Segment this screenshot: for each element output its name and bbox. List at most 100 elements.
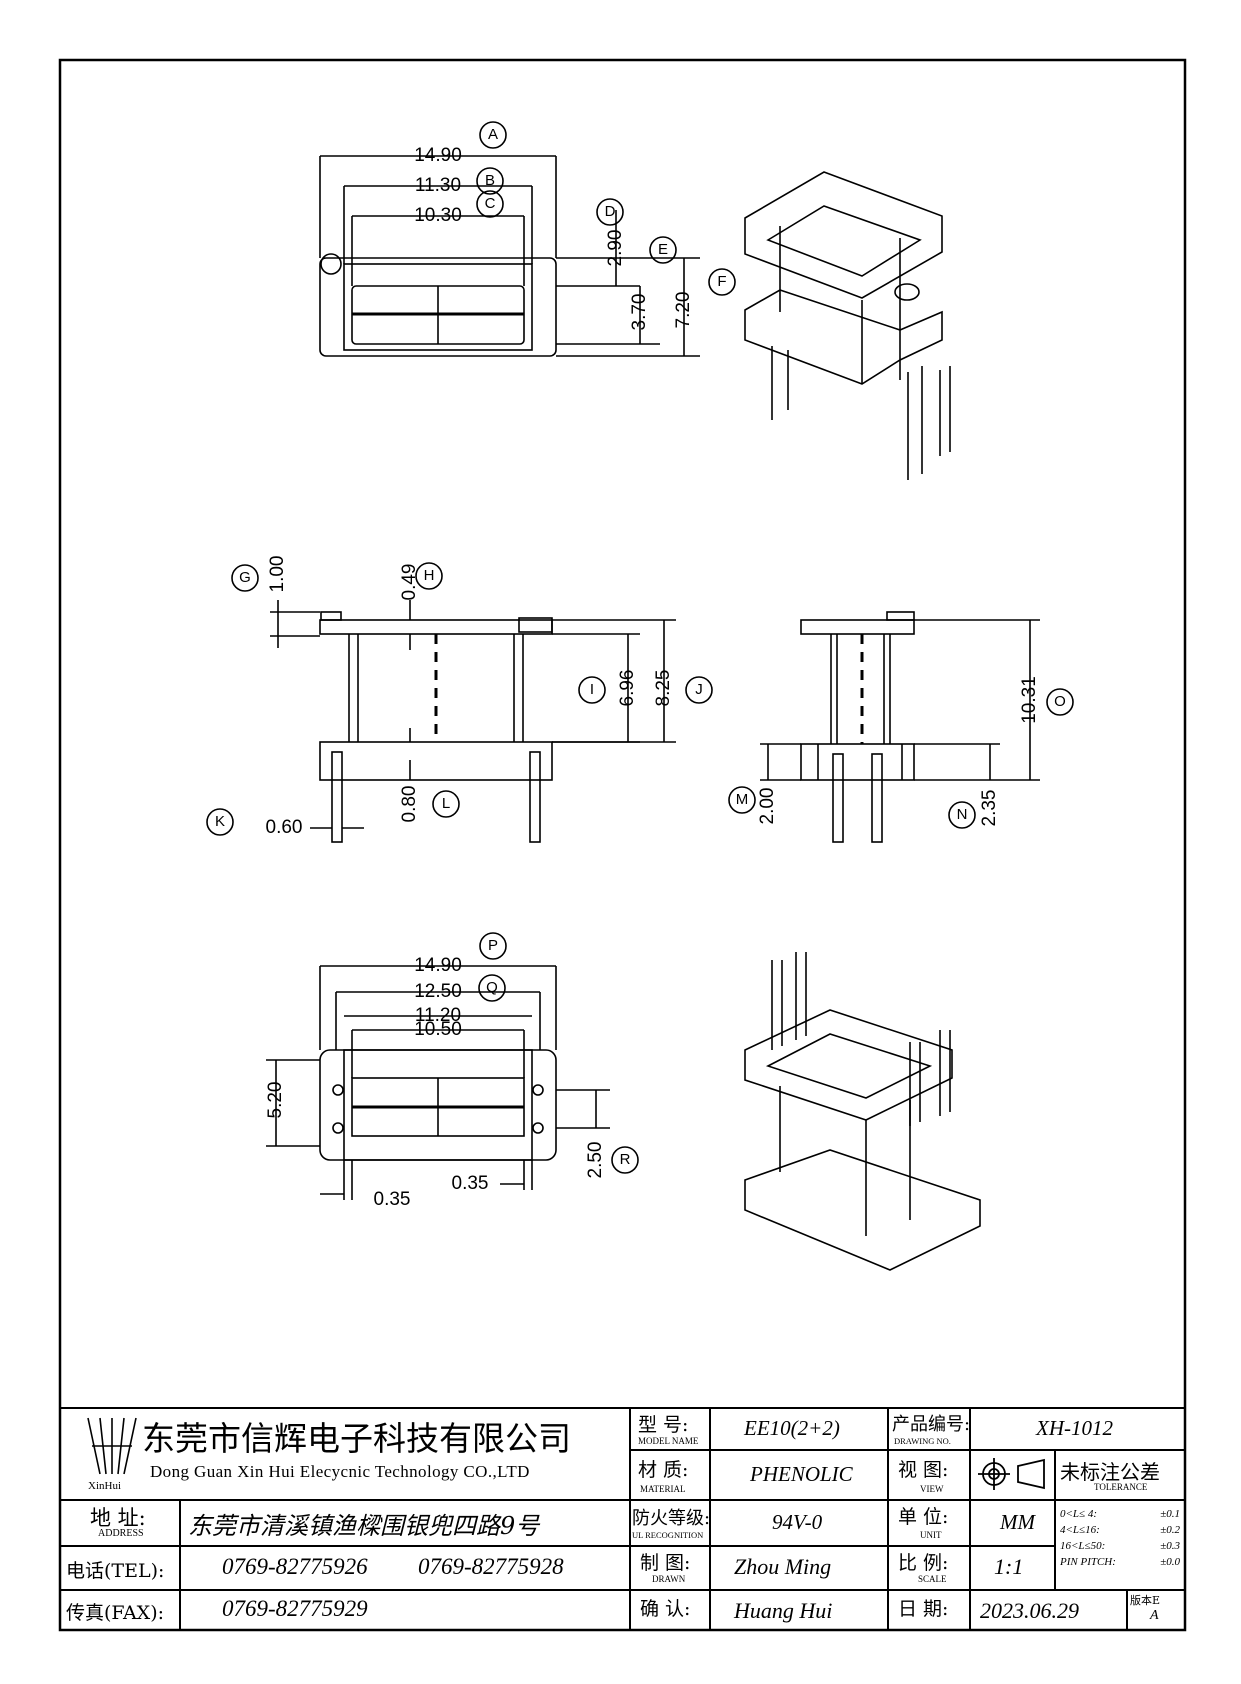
dimension-label: 14.90 bbox=[414, 145, 462, 166]
drawn-value: Zhou Ming bbox=[734, 1554, 832, 1579]
date-label: 日 期: bbox=[898, 1598, 949, 1620]
address-label-en: ADDRESS bbox=[98, 1528, 144, 1539]
check-value: Huang Hui bbox=[734, 1598, 833, 1623]
unit-value: MM bbox=[1000, 1510, 1035, 1534]
callout-letter: N bbox=[957, 806, 968, 823]
version-label: 版本E bbox=[1130, 1594, 1161, 1607]
dimension-label: 8.25 bbox=[653, 670, 674, 707]
dimension-label: 10.30 bbox=[414, 205, 462, 226]
tolerance-range: PIN PITCH: bbox=[1060, 1556, 1116, 1568]
callout-letter: D bbox=[605, 203, 616, 220]
scale-value: 1:1 bbox=[994, 1554, 1024, 1579]
dimension-label: 0.35 bbox=[452, 1173, 489, 1194]
version-value: A bbox=[1150, 1608, 1159, 1623]
callout-letter: I bbox=[590, 681, 594, 698]
model-label: 型 号: bbox=[638, 1414, 689, 1436]
side-view bbox=[206, 562, 713, 843]
ul-label: 防火等级: bbox=[632, 1508, 711, 1529]
dimension-label: 11.20 bbox=[415, 1005, 461, 1026]
fax-value: 0769-82775929 bbox=[222, 1596, 368, 1621]
tolerance-value: ±0.3 bbox=[1160, 1540, 1180, 1552]
callout-letter: P bbox=[488, 937, 498, 954]
dimension-label: 6.96 bbox=[617, 670, 638, 707]
unit-label-en: UNIT bbox=[920, 1530, 942, 1540]
drawing-no-label: 产品编号: bbox=[892, 1414, 971, 1435]
callout-letter: G bbox=[239, 569, 251, 586]
address-value: 东莞市清溪镇渔樑围银兜四路9号 bbox=[188, 1512, 540, 1540]
fax-label: 传真(FAX): bbox=[66, 1602, 165, 1624]
end-view bbox=[728, 611, 1074, 843]
dimension-label: 0.35 bbox=[374, 1189, 411, 1210]
tolerance-value: ±0.2 bbox=[1160, 1524, 1180, 1536]
ul-value: 94V-0 bbox=[772, 1510, 823, 1534]
model-label-en: MODEL NAME bbox=[638, 1436, 699, 1446]
view-label-en: VIEW bbox=[920, 1484, 944, 1494]
tolerance-row: 16<L≤50: ±0.3 bbox=[1060, 1538, 1180, 1554]
callout-letter: H bbox=[424, 567, 435, 584]
isometric-view-top bbox=[744, 171, 951, 480]
logo-text: XinHui bbox=[88, 1480, 121, 1492]
tel-value-2: 0769-82775928 bbox=[418, 1554, 564, 1579]
callout-letter: E bbox=[658, 241, 668, 258]
callout-letter: F bbox=[717, 273, 726, 290]
dimension-label: 0.80 bbox=[399, 786, 420, 823]
address-label: 地 址: bbox=[90, 1506, 146, 1530]
dimension-label: 0.49 bbox=[399, 564, 420, 601]
dimension-label: 5.20 bbox=[265, 1082, 286, 1119]
callout-letter: K bbox=[215, 813, 225, 830]
dimension-label: 2.35 bbox=[979, 790, 1000, 827]
dimension-label: 3.70 bbox=[629, 294, 650, 331]
scale-label: 比 例: bbox=[898, 1552, 949, 1574]
material-label-en: MATERIAL bbox=[640, 1484, 686, 1494]
callout-letter: O bbox=[1054, 693, 1066, 710]
view-label: 视 图: bbox=[898, 1459, 949, 1481]
top-view bbox=[319, 121, 736, 357]
tolerance-label: 未标注公差 bbox=[1060, 1460, 1160, 1484]
dimension-label: 2.90 bbox=[605, 230, 626, 267]
company-name-cn: 东莞市信辉电子科技有限公司 bbox=[142, 1419, 571, 1458]
callout-letter: A bbox=[488, 126, 498, 143]
company-logo bbox=[87, 1417, 137, 1475]
isometric-view-bottom bbox=[744, 952, 981, 1271]
dimension-label: 0.60 bbox=[266, 817, 303, 838]
tel-label: 电话(TEL): bbox=[66, 1560, 165, 1582]
callout-letter: M bbox=[736, 791, 749, 808]
dimension-label: 2.50 bbox=[585, 1142, 606, 1179]
drawing-no-label-en: DRAWING NO. bbox=[894, 1436, 951, 1446]
tolerance-range: 16<L≤50: bbox=[1060, 1540, 1106, 1552]
dimension-label: 10.50 bbox=[414, 1019, 462, 1040]
callout-letter: L bbox=[442, 795, 450, 812]
title-block bbox=[59, 1407, 1186, 1631]
dimension-label: 14.90 bbox=[414, 955, 462, 976]
tolerance-range: 0<L≤ 4: bbox=[1060, 1508, 1097, 1520]
callout-letter: C bbox=[485, 195, 496, 212]
tel-value-1: 0769-82775926 bbox=[222, 1554, 368, 1579]
dimension-label: 11.30 bbox=[415, 175, 461, 196]
unit-label: 单 位: bbox=[898, 1506, 949, 1528]
callout-letter: J bbox=[695, 681, 703, 698]
dimension-label: 7.20 bbox=[673, 292, 694, 329]
dimension-label: 1.00 bbox=[267, 556, 288, 593]
check-label: 确 认: bbox=[640, 1598, 691, 1620]
tolerance-value: ±0.0 bbox=[1160, 1556, 1180, 1568]
tolerance-row: 0<L≤ 4:±0.1 bbox=[1060, 1506, 1180, 1522]
dimension-label: 2.00 bbox=[757, 788, 778, 825]
dimension-label: 10.31 bbox=[1019, 676, 1040, 724]
callout-letter: B bbox=[485, 172, 495, 189]
model-value: EE10(2+2) bbox=[744, 1416, 840, 1440]
ul-label-en: UL RECOGNITION bbox=[632, 1530, 704, 1540]
drawn-label-en: DRAWN bbox=[652, 1574, 686, 1584]
projection-symbol-icon bbox=[978, 1458, 1045, 1490]
material-value: PHENOLIC bbox=[750, 1462, 853, 1486]
drawn-label: 制 图: bbox=[640, 1552, 691, 1574]
tolerance-range: 4<L≤16: bbox=[1060, 1524, 1100, 1536]
date-value: 2023.06.29 bbox=[980, 1598, 1079, 1623]
material-label: 材 质: bbox=[638, 1459, 689, 1481]
tolerance-label-en: TOLERANCE bbox=[1094, 1482, 1148, 1492]
company-name-en: Dong Guan Xin Hui Elecycnic Technology C… bbox=[150, 1462, 530, 1481]
drawing-no-value: XH-1012 bbox=[1036, 1416, 1113, 1440]
scale-label-en: SCALE bbox=[918, 1574, 947, 1584]
bottom-view bbox=[266, 932, 639, 1200]
